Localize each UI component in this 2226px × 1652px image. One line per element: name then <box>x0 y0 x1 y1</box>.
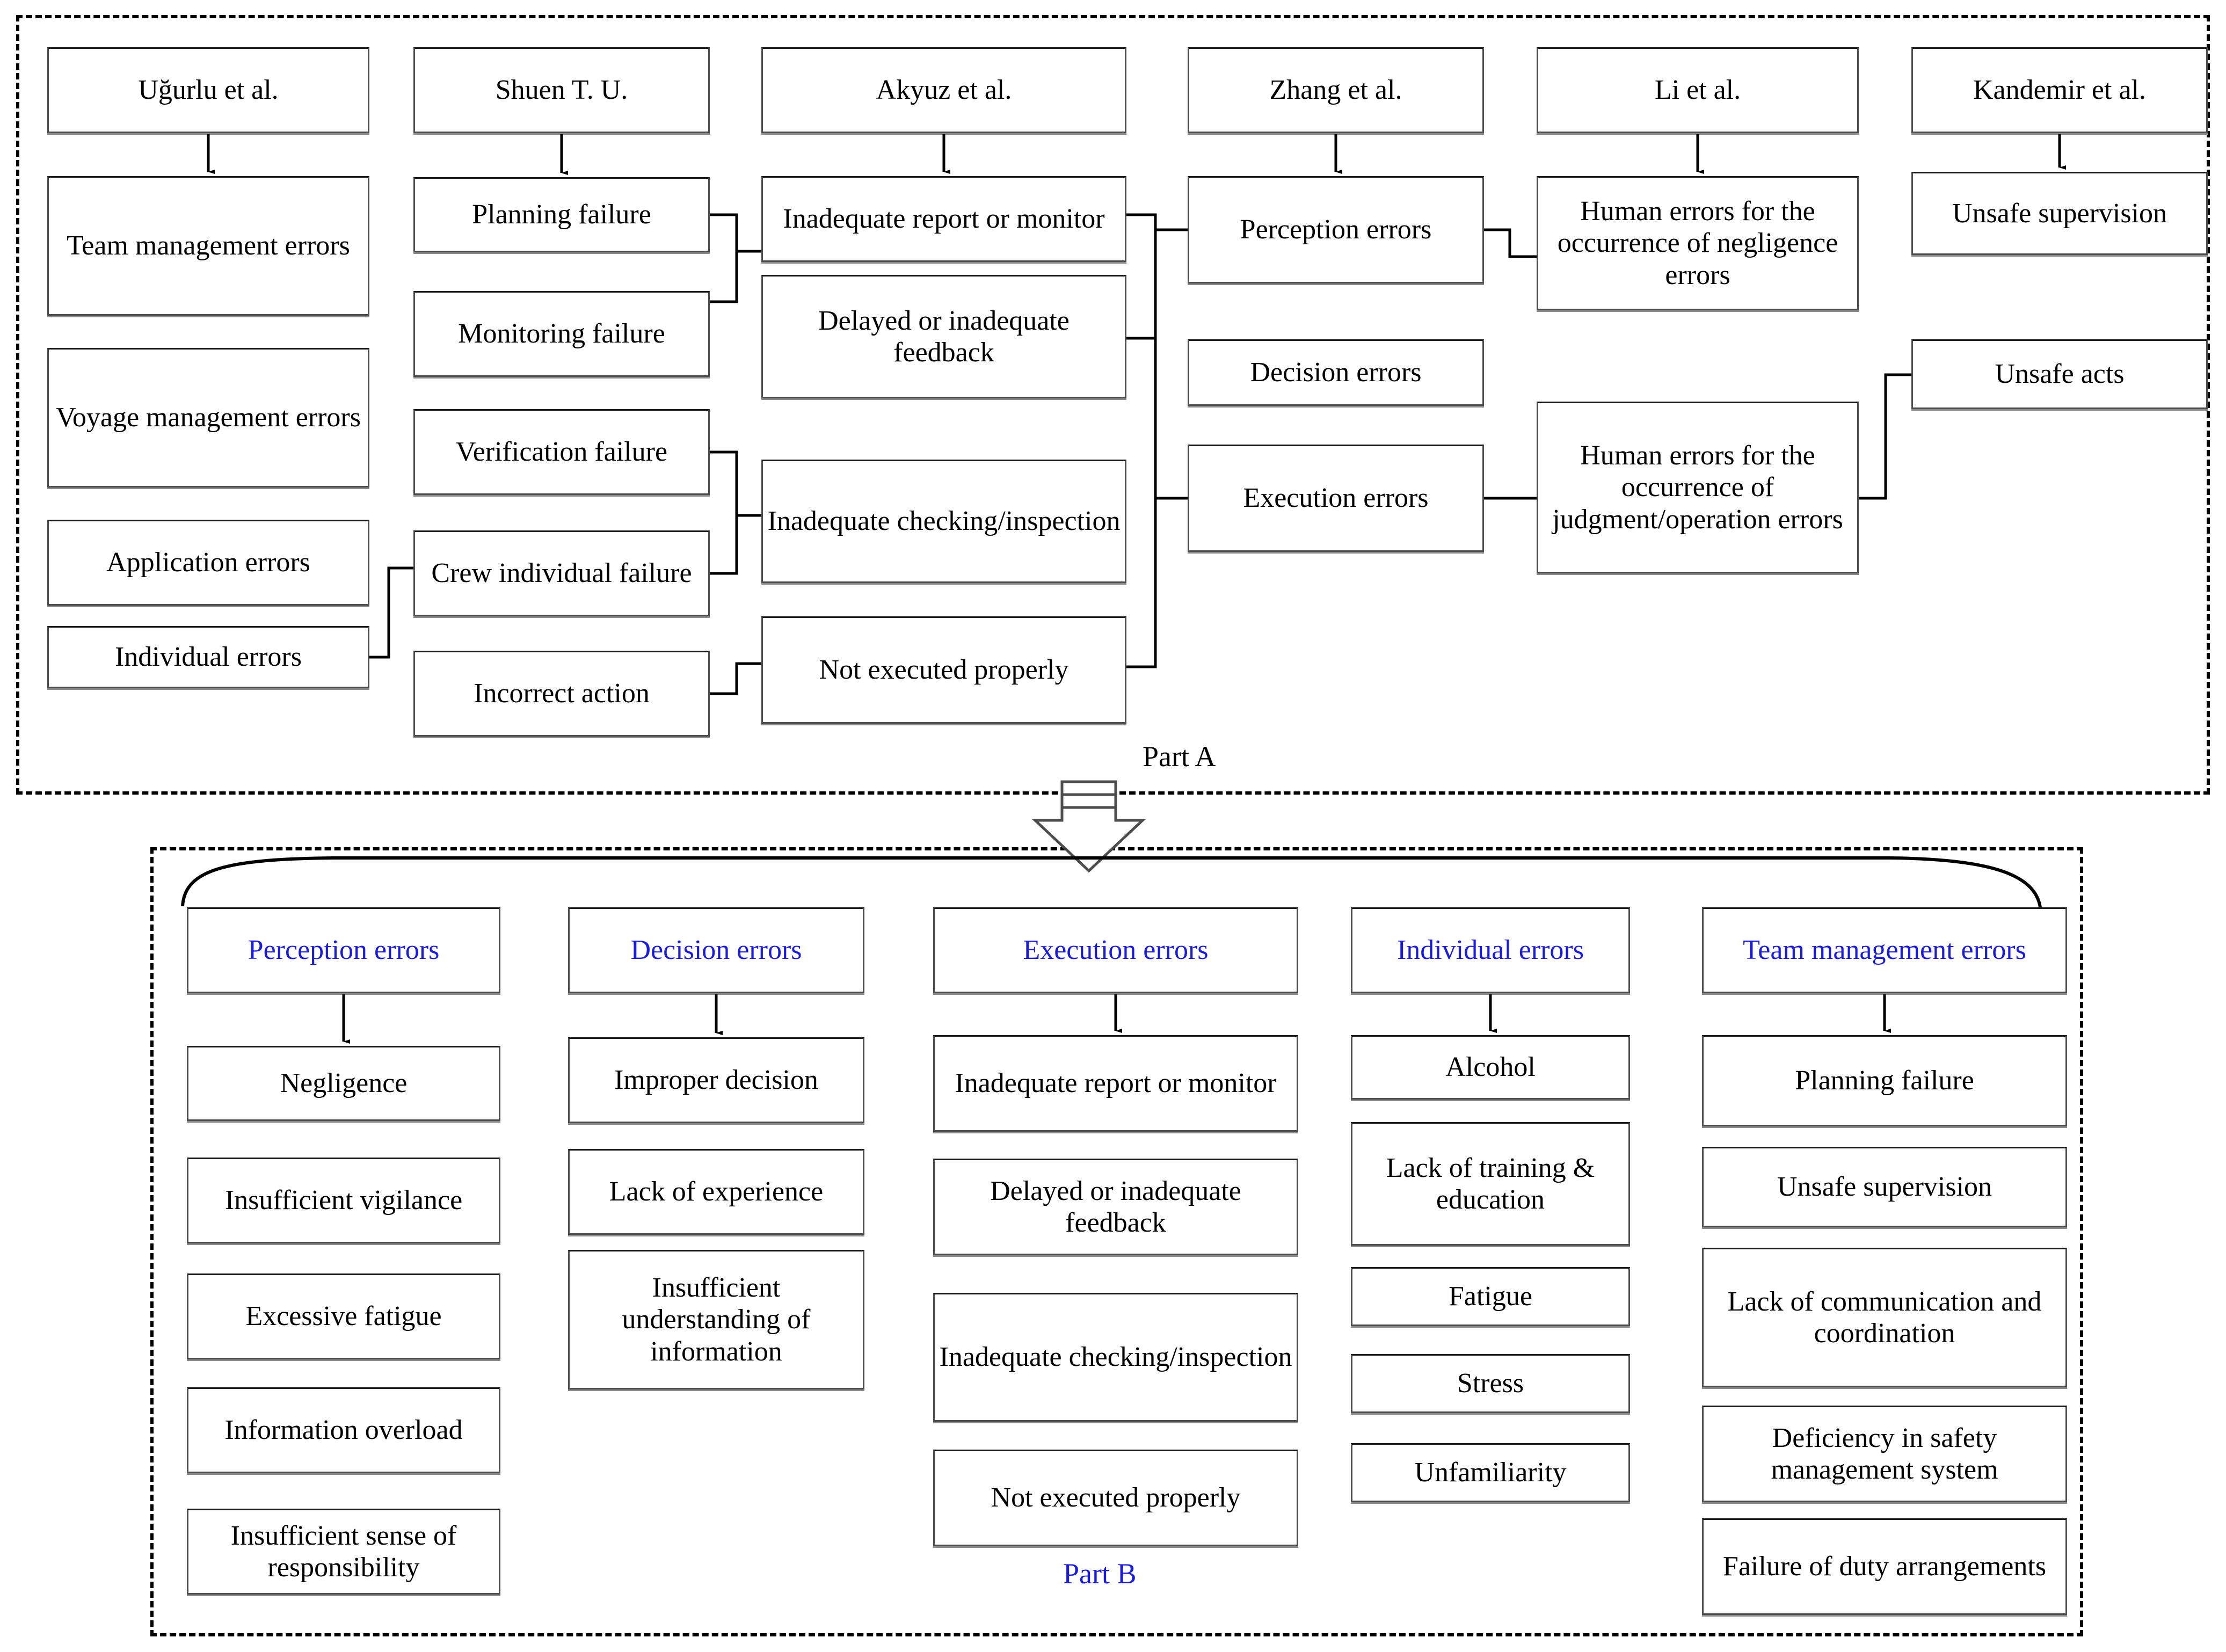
node-incorrect-action[interactable]: Incorrect action <box>413 651 710 737</box>
source-box-ugurlu[interactable]: Uğurlu et al. <box>47 47 369 133</box>
node-not-executed-properly-a[interactable]: Not executed properly <box>761 616 1126 724</box>
node-not-executed-properly-b[interactable]: Not executed properly <box>933 1450 1298 1546</box>
node-alcohol[interactable]: Alcohol <box>1351 1035 1630 1100</box>
node-delayed-or-inadequate-feedback-b[interactable]: Delayed or inadequate feedback <box>933 1159 1298 1255</box>
node-individual-errors-a[interactable]: Individual errors <box>47 626 369 688</box>
node-unsafe-supervision-a[interactable]: Unsafe supervision <box>1911 172 2208 255</box>
node-stress[interactable]: Stress <box>1351 1354 1630 1413</box>
node-execution-errors-a[interactable]: Execution errors <box>1188 445 1484 552</box>
source-box-shuen[interactable]: Shuen T. U. <box>413 47 710 133</box>
node-unfamiliarity[interactable]: Unfamiliarity <box>1351 1443 1630 1502</box>
node-inadequate-report-or-monitor-b[interactable]: Inadequate report or monitor <box>933 1035 1298 1132</box>
node-excessive-fatigue[interactable]: Excessive fatigue <box>187 1273 500 1359</box>
node-inadequate-checking-inspection-b[interactable]: Inadequate checking/inspection <box>933 1293 1298 1422</box>
node-negligence[interactable]: Negligence <box>187 1046 500 1121</box>
node-verification-failure[interactable]: Verification failure <box>413 409 710 495</box>
node-team-management-errors-a[interactable]: Team management errors <box>47 176 369 316</box>
node-lack-of-experience[interactable]: Lack of experience <box>568 1149 864 1235</box>
node-decision-errors-a[interactable]: Decision errors <box>1188 339 1484 406</box>
category-box-decision-errors[interactable]: Decision errors <box>568 907 864 993</box>
node-application-errors[interactable]: Application errors <box>47 520 369 606</box>
part-b-label: Part B <box>1063 1558 1137 1590</box>
node-voyage-management-errors[interactable]: Voyage management errors <box>47 348 369 487</box>
node-monitoring-failure[interactable]: Monitoring failure <box>413 291 710 377</box>
source-box-akyuz[interactable]: Akyuz et al. <box>761 47 1126 133</box>
node-insufficient-sense-of-responsibility[interactable]: Insufficient sense of responsibility <box>187 1509 500 1595</box>
node-perception-errors-a[interactable]: Perception errors <box>1188 176 1484 283</box>
node-lack-of-training-education[interactable]: Lack of training & education <box>1351 1122 1630 1246</box>
node-failure-of-duty-arrangements[interactable]: Failure of duty arrangements <box>1702 1518 2067 1615</box>
node-lack-of-communication-and-coordination[interactable]: Lack of communication and coordination <box>1702 1248 2067 1387</box>
category-box-team-management-errors[interactable]: Team management errors <box>1702 907 2067 993</box>
node-improper-decision[interactable]: Improper decision <box>568 1037 864 1123</box>
node-inadequate-checking-inspection-a[interactable]: Inadequate checking/inspection <box>761 460 1126 583</box>
node-planning-failure-b[interactable]: Planning failure <box>1702 1035 2067 1126</box>
source-box-zhang[interactable]: Zhang et al. <box>1188 47 1484 133</box>
node-inadequate-report-or-monitor-a[interactable]: Inadequate report or monitor <box>761 176 1126 262</box>
node-delayed-or-inadequate-feedback-a[interactable]: Delayed or inadequate feedback <box>761 275 1126 398</box>
source-box-li[interactable]: Li et al. <box>1537 47 1859 133</box>
node-human-errors-judgment-operation[interactable]: Human errors for the occurrence of judgm… <box>1537 402 1859 573</box>
node-fatigue[interactable]: Fatigue <box>1351 1267 1630 1326</box>
category-box-execution-errors[interactable]: Execution errors <box>933 907 1298 993</box>
node-insufficient-understanding-of-information[interactable]: Insufficient understanding of informatio… <box>568 1250 864 1389</box>
node-information-overload[interactable]: Information overload <box>187 1387 500 1473</box>
node-unsafe-acts[interactable]: Unsafe acts <box>1911 339 2208 409</box>
node-insufficient-vigilance[interactable]: Insufficient vigilance <box>187 1158 500 1243</box>
node-human-errors-negligence[interactable]: Human errors for the occurrence of negli… <box>1537 176 1859 310</box>
category-box-perception-errors[interactable]: Perception errors <box>187 907 500 993</box>
node-deficiency-in-safety-management-system[interactable]: Deficiency in safety management system <box>1702 1406 2067 1502</box>
node-planning-failure-a[interactable]: Planning failure <box>413 177 710 252</box>
category-box-individual-errors[interactable]: Individual errors <box>1351 907 1630 993</box>
source-box-kandemir[interactable]: Kandemir et al. <box>1911 47 2208 133</box>
node-unsafe-supervision-b[interactable]: Unsafe supervision <box>1702 1147 2067 1227</box>
part-a-label: Part A <box>1143 740 1216 773</box>
node-crew-individual-failure[interactable]: Crew individual failure <box>413 530 710 616</box>
